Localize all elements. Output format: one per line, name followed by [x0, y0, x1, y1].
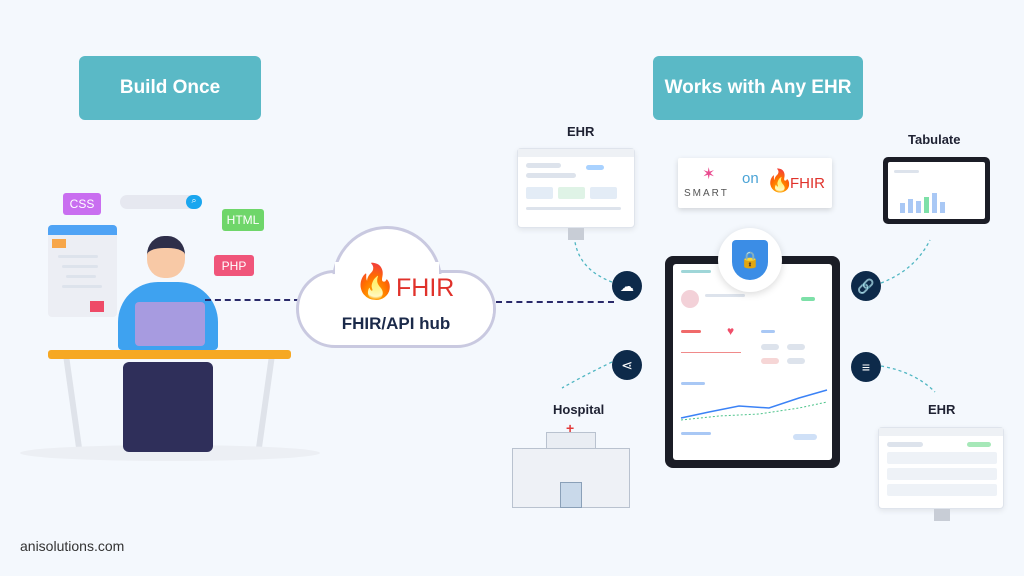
- on-text: on: [742, 170, 759, 187]
- line-chart-graphic: [680, 389, 828, 421]
- hub-label: FHIR/API hub: [341, 314, 451, 333]
- connector-dev-hub: [205, 299, 300, 301]
- build-once-banner: Build Once: [79, 56, 261, 120]
- smart-logo-icon: ✶: [702, 166, 716, 183]
- smart-on-fhir-badge: ✶ SMART on 🔥 FHIR: [678, 158, 832, 208]
- works-with-any-ehr-banner: Works with Any EHR: [653, 56, 863, 120]
- html-tag: HTML: [222, 209, 264, 231]
- hospital-building: +: [512, 420, 630, 508]
- main-tablet: ♥: [665, 256, 840, 468]
- php-tag: PHP: [214, 255, 254, 276]
- search-bar: [120, 195, 202, 209]
- database-icon: ≡: [851, 352, 881, 382]
- ehr-bottom-label: EHR: [928, 402, 956, 417]
- monitor-stand: [568, 228, 584, 240]
- fhir-logo: FHIR: [790, 175, 825, 192]
- tabulate-label: Tabulate: [908, 132, 961, 147]
- desk: [48, 350, 291, 359]
- tabulate-tablet: [883, 157, 990, 224]
- monitor-stand: [934, 509, 950, 521]
- floor-shadow: [20, 445, 320, 461]
- ehr-top-monitor: [517, 148, 635, 228]
- upload-icon: ☁: [612, 271, 642, 301]
- share-icon: ⋖: [612, 350, 642, 380]
- shield-lock-icon: 🔒: [718, 228, 782, 292]
- bar-chart-icon: [900, 193, 945, 213]
- person-head: [147, 236, 185, 278]
- laptop: [135, 302, 205, 346]
- footer-site[interactable]: anisolutions.com: [20, 538, 125, 554]
- search-icon: ⌕: [186, 195, 202, 209]
- desk-leg-left: [63, 359, 83, 451]
- connector-hub-tablet: [496, 301, 614, 303]
- hospital-label: Hospital: [553, 402, 605, 417]
- code-window: [48, 225, 117, 317]
- heart-icon: ♥: [727, 324, 735, 338]
- fire-icon: 🔥: [766, 168, 794, 193]
- css-tag: CSS: [63, 193, 101, 215]
- smart-logo: SMART: [684, 188, 729, 199]
- ehr-top-label: EHR: [567, 124, 595, 139]
- person-legs: [123, 362, 213, 452]
- desk-leg-right: [255, 359, 275, 451]
- fire-icon: 🔥: [354, 263, 397, 301]
- avatar: [681, 290, 699, 308]
- red-cross-icon: +: [566, 420, 575, 436]
- fhir-api-hub-cloud: 🔥 FHIR FHIR/API hub: [296, 222, 498, 350]
- fhir-logo: FHIR: [396, 274, 455, 302]
- ehr-bottom-monitor: [878, 427, 1004, 509]
- link-icon: 🔗: [851, 271, 881, 301]
